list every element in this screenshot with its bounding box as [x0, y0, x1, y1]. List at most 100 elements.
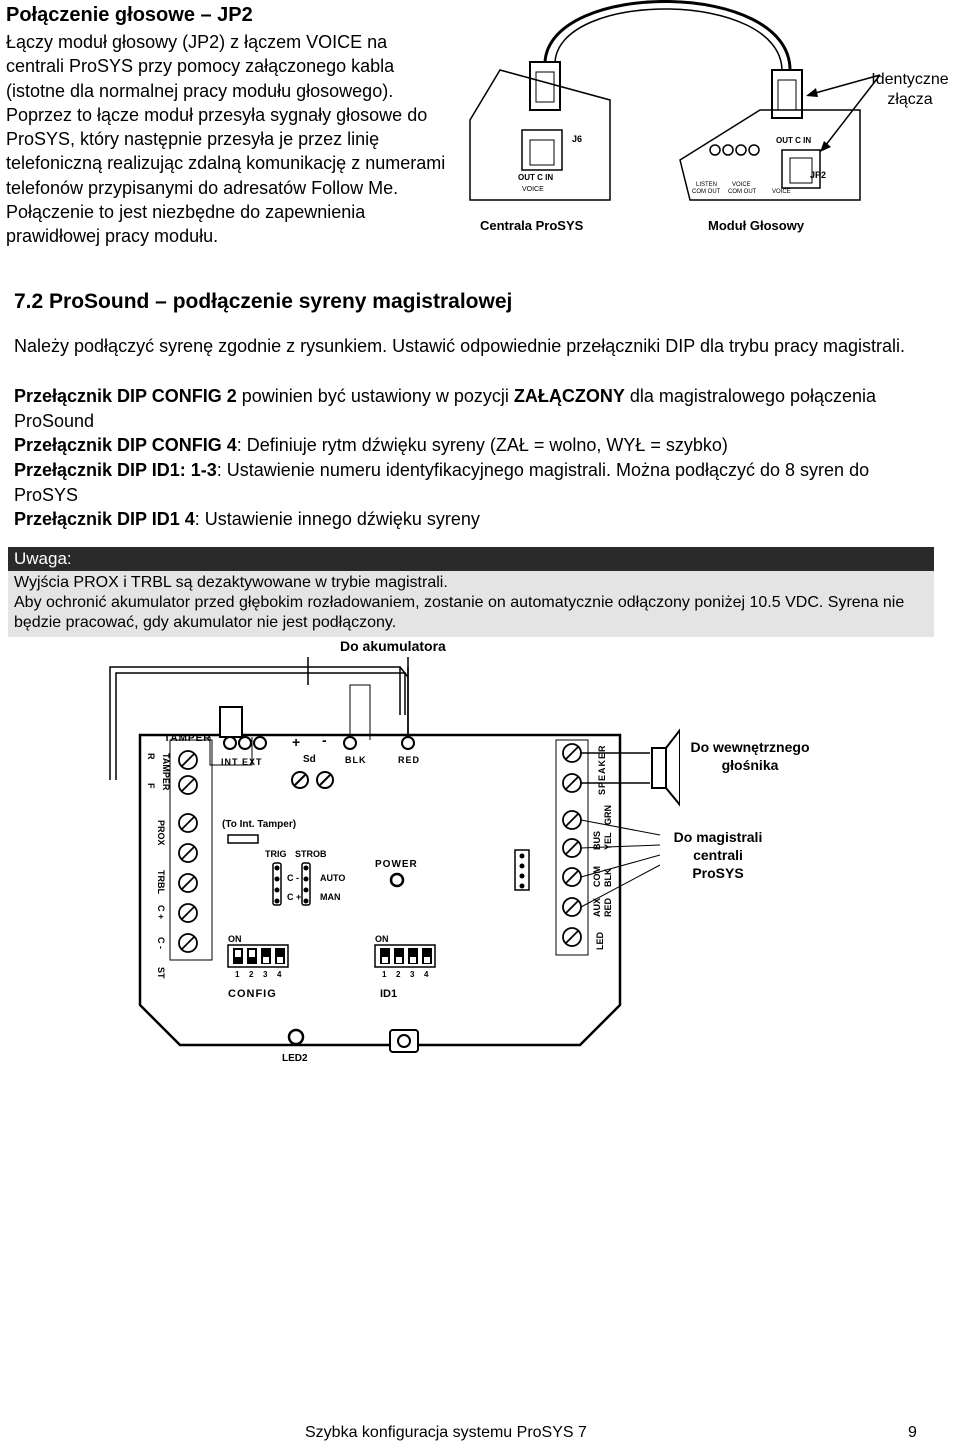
- section-heading: 7.2 ProSound – podłączenie syreny magist…: [14, 290, 513, 313]
- red2-label: RED: [603, 897, 613, 917]
- to-speaker-label: Do wewnętrznego głośnika: [690, 739, 810, 773]
- on-right-label: ON: [375, 934, 389, 944]
- trig-strob-jumpers: [272, 862, 311, 906]
- paragraph-1: Należy podłączyć syrenę zgodnie z rysunk…: [14, 336, 906, 356]
- left-terminal-block: [178, 750, 198, 953]
- trig-label: TRIG: [265, 849, 287, 859]
- tamper-top-label: TAMPER: [164, 733, 211, 744]
- wire-to-battery-left: [109, 666, 401, 780]
- arrow-to-bottom-connector: [821, 74, 881, 151]
- c-minus-label: C -: [287, 873, 299, 883]
- bus-wire-yel: [580, 844, 661, 849]
- c-plus-label: C +: [287, 892, 301, 902]
- blk-wire-end: [343, 736, 357, 750]
- r-label: R: [146, 753, 156, 760]
- aux-label: AUX: [592, 898, 602, 917]
- config-dip-number-2: 2: [249, 970, 254, 979]
- yel-label: YEL: [603, 832, 613, 850]
- jp2-label: JP2: [810, 170, 826, 180]
- led2: [287, 1028, 305, 1046]
- central-board: [469, 69, 611, 201]
- id1-label: ID1: [380, 988, 397, 1000]
- figure-prosound-board: TAMPER TAMPER R F PROX TRBL C + C - ST I…: [109, 657, 680, 1064]
- grn-label: GRN: [603, 805, 613, 825]
- int-tamper-header: [227, 834, 259, 844]
- red-wire-end: [401, 736, 415, 750]
- tamper-switch: [219, 706, 243, 738]
- board-outline: [138, 733, 622, 1047]
- note-box: Uwaga: Wyjścia PROX i TRBL są dezaktywow…: [8, 547, 934, 637]
- to-bus-label: Do magistrali centrali ProSYS: [673, 829, 763, 881]
- intro-body: Łączy moduł głosowy (JP2) z łączem VOICE…: [6, 32, 446, 247]
- note-body: Wyjścia PROX i TRBL są dezaktywowane w t…: [8, 571, 934, 637]
- power-label: POWER: [375, 859, 418, 870]
- config-dip-number-1: 1: [235, 970, 240, 979]
- central-label: Centrala ProSYS: [480, 218, 584, 233]
- speaker-label: SPEAKER: [597, 744, 607, 795]
- red-label: RED: [398, 755, 420, 765]
- bus-wire-grn: [580, 819, 661, 836]
- paragraph-config-2: Przełącznik DIP CONFIG 2 powinien być us…: [14, 386, 877, 431]
- bus-wire-blk: [580, 854, 661, 878]
- module-label: Moduł Głosowy: [708, 218, 805, 233]
- on-left-label: ON: [228, 934, 242, 944]
- id1-dip-switch: [374, 944, 436, 968]
- led-label: LED: [595, 931, 605, 950]
- config-dip-number-3: 3: [263, 970, 268, 979]
- com-out-left: COM OUT: [692, 189, 721, 195]
- to-int-tamper-label: (To Int. Tamper): [222, 819, 296, 830]
- speaker-icon: [651, 728, 680, 807]
- sd-label: Sd: [303, 754, 316, 765]
- note-line-2: Aby ochronić akumulator przed głębokim r…: [14, 594, 905, 631]
- bus-header: [514, 849, 530, 891]
- arrow-to-top-connector: [807, 74, 881, 96]
- intro-title: Połączenie głosowe – JP2: [6, 4, 253, 26]
- to-battery-label: Do akumulatora: [340, 638, 446, 654]
- listen-label: LISTEN: [696, 182, 717, 188]
- voice-right-label: VOICE: [732, 182, 751, 188]
- tamper-side-label: TAMPER: [161, 753, 171, 791]
- c-minus-side-label: C -: [156, 937, 166, 949]
- power-led: [389, 872, 405, 888]
- module-board: [679, 109, 861, 201]
- page-number: 9: [908, 1424, 917, 1441]
- right-connector-plug: [771, 69, 803, 119]
- auto-label: AUTO: [320, 873, 345, 883]
- minus-label: -: [322, 732, 327, 748]
- sd-terminals: [291, 771, 334, 789]
- strob-label: STROB: [295, 849, 327, 859]
- paragraph-id1-4: Przełącznik DIP ID1 4: Ustawienie innego…: [14, 509, 480, 529]
- blk2-label: BLK: [603, 868, 613, 887]
- voice-left: VOICE: [522, 186, 544, 193]
- c-plus-side-label: C +: [156, 905, 166, 919]
- led2-label: LED2: [282, 1053, 308, 1064]
- id1-dip-number-4: 4: [424, 970, 429, 979]
- footer-title: Szybka konfiguracja systemu ProSYS 7: [305, 1424, 587, 1441]
- voice-lower: VOICE: [772, 189, 791, 195]
- right-terminal-block: [562, 743, 582, 947]
- note-line-1: Wyjścia PROX i TRBL są dezaktywowane w t…: [14, 574, 448, 591]
- note-heading: Uwaga:: [8, 547, 934, 571]
- f-label: F: [146, 783, 156, 789]
- id1-dip-number-2: 2: [396, 970, 401, 979]
- out-c-in-left: OUT C IN: [518, 173, 553, 182]
- paragraph-id1-1-3: Przełącznik DIP ID1: 1-3: Ustawienie num…: [14, 460, 870, 505]
- identical-connectors-label: Identyczne złącza: [871, 71, 949, 108]
- int-ext-label: INT EXT: [221, 757, 263, 767]
- blk-label: BLK: [345, 755, 367, 765]
- figure-voice-connection: J6 OUT C IN VOICE OUT C IN JP2 LISTEN VO…: [469, 0, 881, 233]
- voice-cable: [543, 0, 792, 71]
- com-label: COM: [592, 866, 602, 887]
- bus-wire-red: [580, 864, 661, 908]
- config-dip-number-4: 4: [277, 970, 282, 979]
- com-out-right: COM OUT: [728, 189, 757, 195]
- id1-dip-number-3: 3: [410, 970, 415, 979]
- id1-dip-number-1: 1: [382, 970, 387, 979]
- config2-bold: Przełącznik DIP CONFIG 2: [14, 386, 237, 406]
- man-label: MAN: [320, 892, 341, 902]
- plus-label: +: [292, 734, 300, 750]
- j6-label: J6: [572, 134, 582, 144]
- st-label: ST: [156, 967, 166, 979]
- left-connector-plug: [529, 61, 561, 111]
- int-ext-jumper: [223, 736, 267, 750]
